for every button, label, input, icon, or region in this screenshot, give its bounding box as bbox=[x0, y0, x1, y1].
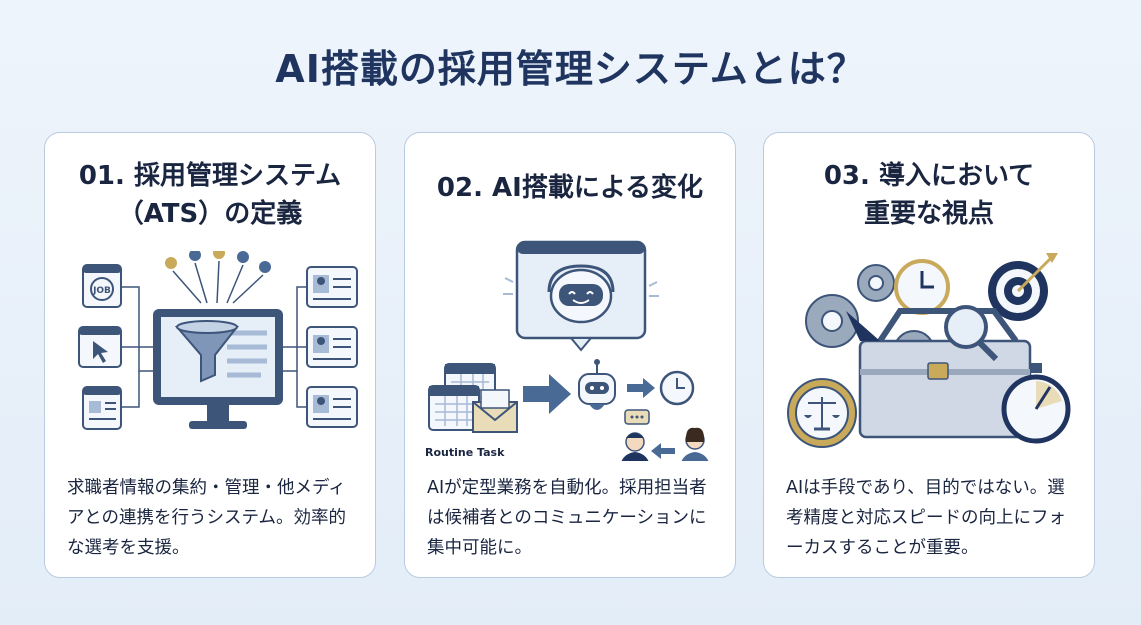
candidate-person-icon bbox=[681, 427, 709, 461]
routine-task-label: Routine Task bbox=[425, 446, 505, 459]
ai-robot-screen-icon bbox=[503, 240, 659, 352]
funnel-icon bbox=[174, 320, 240, 383]
small-arrow-icon bbox=[627, 378, 655, 398]
profile-card-icon bbox=[306, 326, 358, 368]
magnifier-icon bbox=[944, 305, 999, 362]
card-2-heading: 02. AI搭載による変化 bbox=[405, 169, 735, 207]
card-3-heading-line1: 03. 導入において bbox=[823, 161, 1035, 191]
card-1-body: 求職者情報の集約・管理・他メディアとの連携を行うシステム。効率的な選考を支援。 bbox=[67, 478, 346, 558]
calendar-icon bbox=[428, 363, 496, 431]
robot-icon bbox=[578, 359, 616, 410]
job-label: JOB bbox=[92, 286, 111, 296]
card-ats-definition: 01. 採用管理システム （ATS）の定義 JOB bbox=[44, 132, 376, 578]
page-title: AI搭載の採用管理システムとは？ bbox=[275, 47, 866, 91]
target-icon bbox=[988, 253, 1058, 321]
profile-card-icon bbox=[306, 386, 358, 428]
job-document-icon: JOB bbox=[82, 264, 122, 308]
envelope-icon bbox=[472, 389, 518, 433]
card-3-heading: 03. 導入において 重要な視点 bbox=[764, 157, 1094, 233]
cursor-window-icon bbox=[78, 326, 122, 368]
ai-automation-illustration: Routine Task bbox=[425, 240, 709, 461]
recruiter-person-icon bbox=[621, 432, 649, 461]
card-ai-change: 02. AI搭載による変化 bbox=[404, 132, 736, 578]
card-1-heading: 01. 採用管理システム （ATS）の定義 bbox=[45, 157, 375, 233]
left-arrow-icon bbox=[651, 443, 675, 459]
toolbox-icon bbox=[846, 308, 1032, 439]
strategy-toolbox-illustration bbox=[787, 253, 1071, 448]
card-key-viewpoints: 03. 導入において 重要な視点 bbox=[763, 132, 1095, 578]
card-2-body: AIが定型業務を自動化。採用担当者は候補者とのコミュニケーションに集中可能に。 bbox=[427, 478, 707, 558]
document-list-icon bbox=[82, 386, 122, 430]
card-2-heading-line1: 02. AI搭載による変化 bbox=[436, 173, 704, 203]
card-1-heading-line1: 01. 採用管理システム bbox=[78, 161, 342, 191]
ats-funnel-illustration: JOB bbox=[78, 251, 358, 430]
chat-bubble-icon bbox=[624, 409, 650, 425]
card-3-body: AIは手段であり、目的ではない。選考精度と対応スピードの向上にフォーカスすること… bbox=[786, 478, 1066, 558]
stopwatch-icon bbox=[1001, 363, 1071, 444]
card-1-heading-line2: （ATS）の定義 bbox=[117, 199, 303, 229]
scales-gear-icon bbox=[787, 378, 857, 448]
data-inputs-icon bbox=[165, 251, 271, 304]
card-3-heading-line2: 重要な視点 bbox=[863, 199, 994, 229]
profile-card-icon bbox=[306, 266, 358, 308]
clock-icon bbox=[659, 370, 695, 406]
right-arrow-icon bbox=[523, 374, 571, 414]
wall-clock-icon bbox=[894, 259, 950, 315]
